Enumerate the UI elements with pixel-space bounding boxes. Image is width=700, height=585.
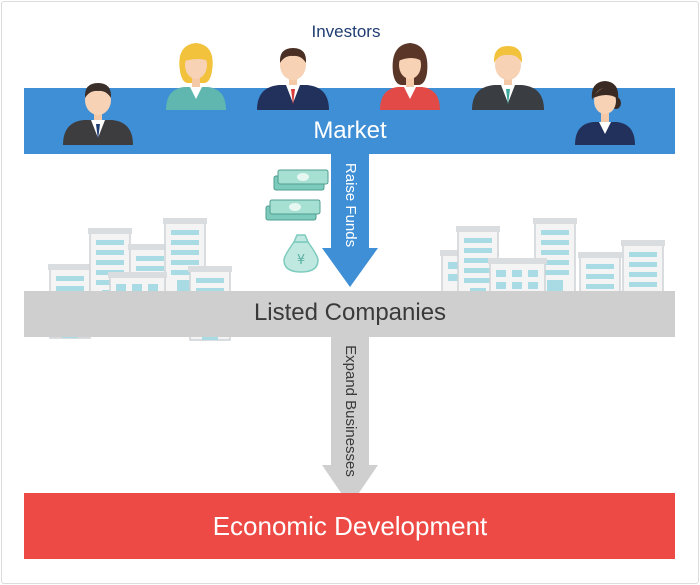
- cash-stack-icon: [273, 169, 329, 191]
- economic-development-label: Economic Development: [212, 511, 488, 541]
- investor-woman-teal-icon: [166, 43, 226, 110]
- investors-label: Investors: [311, 22, 381, 41]
- economic-development-band: [24, 493, 675, 559]
- investor-man-gray-suit-icon: [472, 46, 544, 110]
- raise-funds-label: Raise Funds: [342, 162, 359, 248]
- expand-businesses-label: Expand Businesses: [342, 345, 359, 477]
- cash-stack-icon: [265, 199, 321, 221]
- listed-companies-band: [24, 291, 675, 337]
- investor-woman-red-icon: [380, 43, 440, 110]
- market-label: Market: [313, 117, 387, 144]
- investor-man-navy-suit-icon: [257, 48, 329, 110]
- raise-funds-arrow: [322, 154, 378, 287]
- expand-businesses-arrow: [322, 337, 378, 506]
- investor-woman-navy-icon: [575, 81, 635, 145]
- investor-man-dark-suit-icon: [63, 83, 133, 145]
- money-bag-icon: ¥: [283, 234, 319, 273]
- listed-companies-label: Listed Companies: [253, 299, 447, 326]
- money-bag-symbol: ¥: [297, 253, 305, 268]
